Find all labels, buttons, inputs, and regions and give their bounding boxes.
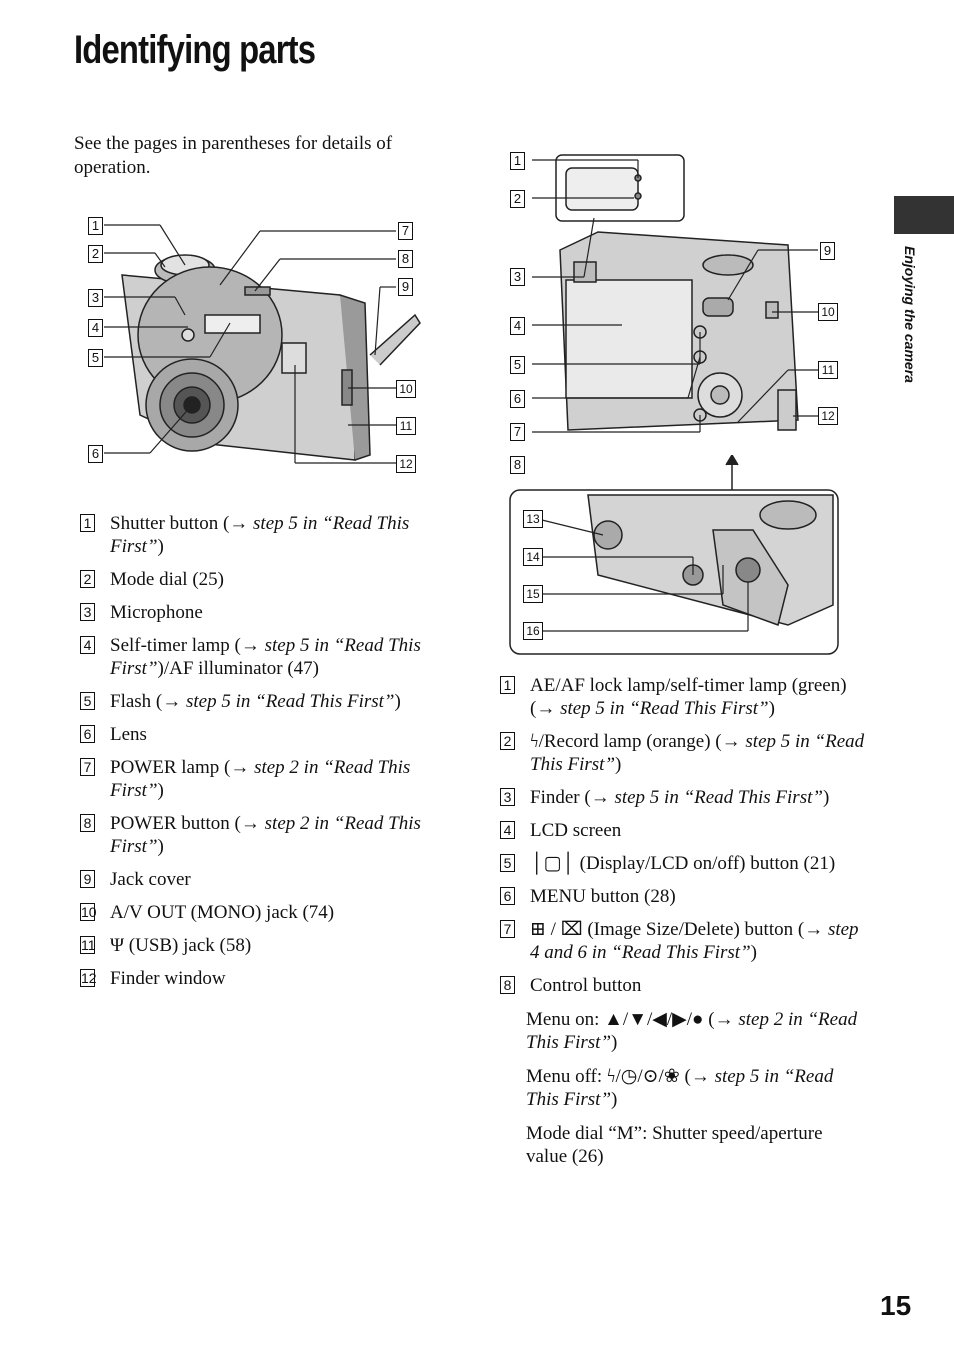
front-callout-10: 10: [396, 380, 416, 398]
list-item: 7⊞ / ⌧ (Image Size/Delete) button (→ ste…: [500, 918, 870, 964]
back-callout-12: 12: [818, 407, 838, 425]
page-title: Identifying parts: [74, 28, 316, 72]
back-callout-9: 9: [820, 242, 835, 260]
back-callout-11: 11: [818, 361, 838, 379]
front-callout-6: 6: [88, 445, 103, 463]
control-menu-on: Menu on: ▲/▼/◀/▶/● (→ step 2 in “Read Th…: [526, 1009, 858, 1053]
bottom-callout-13: 13: [523, 510, 543, 528]
control-menu-off: Menu off: ϟ/◷/⊙/❀ (→ step 5 in “Read Thi…: [526, 1066, 834, 1110]
bottom-callout-16: 16: [523, 622, 543, 640]
back-callout-7: 7: [510, 423, 525, 441]
front-callout-9: 9: [398, 278, 413, 296]
back-callout-5: 5: [510, 356, 525, 374]
camera-front-figure: [104, 224, 421, 464]
front-callout-8: 8: [398, 250, 413, 268]
front-callout-3: 3: [88, 289, 103, 307]
back-callout-2: 2: [510, 190, 525, 208]
list-item: 5│▢│ (Display/LCD on/off) button (21): [500, 852, 870, 875]
back-callout-6: 6: [510, 390, 525, 408]
back-callout-1: 1: [510, 152, 525, 170]
back-callout-4: 4: [510, 317, 525, 335]
section-tab: [894, 196, 954, 234]
back-callout-8: 8: [510, 456, 525, 474]
front-callout-2: 2: [88, 245, 103, 263]
front-callout-11: 11: [396, 417, 416, 435]
control-mode-dial: Mode dial “M”: Shutter speed/aperture va…: [526, 1123, 823, 1167]
front-callout-1: 1: [88, 217, 103, 235]
bottom-callout-14: 14: [523, 548, 543, 566]
front-callout-5: 5: [88, 349, 103, 367]
front-callout-12: 12: [396, 455, 416, 473]
section-label: Enjoying the camera: [902, 246, 918, 383]
front-callout-7: 7: [398, 222, 413, 240]
front-callout-4: 4: [88, 319, 103, 337]
intro-text: See the pages in parentheses for details…: [74, 133, 393, 178]
camera-back-figure: [532, 154, 818, 433]
page-number: 15: [880, 1290, 912, 1321]
back-callout-3: 3: [510, 268, 525, 286]
camera-bottom-figure: [509, 455, 839, 655]
bottom-callout-15: 15: [523, 585, 543, 603]
back-callout-10: 10: [818, 303, 838, 321]
